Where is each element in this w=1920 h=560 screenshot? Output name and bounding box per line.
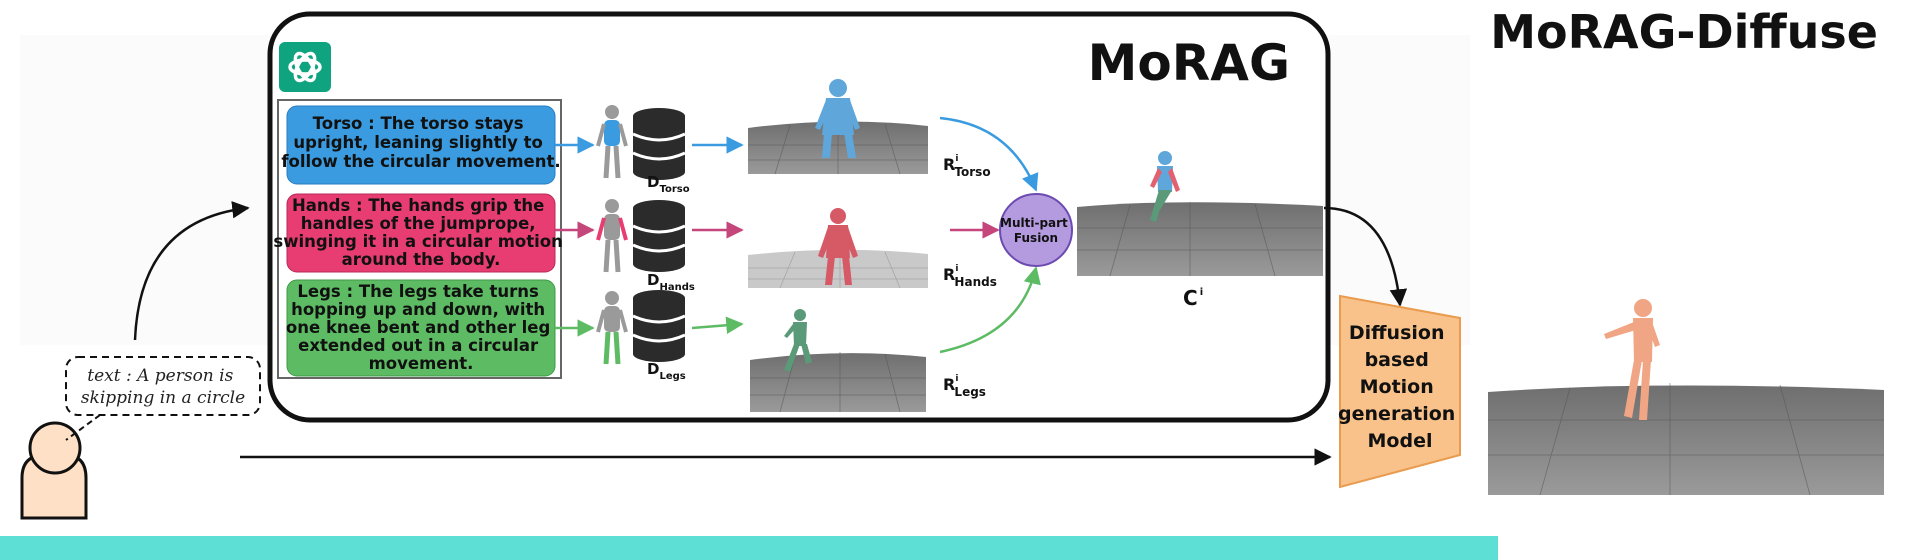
person-icon xyxy=(20,421,88,520)
legs-description-text: Legs : The legs take turns hopping up an… xyxy=(286,282,556,373)
db-hands-label: DHands xyxy=(647,271,695,293)
hands-description-text: Hands : The hands grip the handles of th… xyxy=(273,196,568,269)
morag-diffuse-title: MoRAG-Diffuse xyxy=(1490,5,1878,59)
database-icon xyxy=(632,200,686,272)
hands-body-icon xyxy=(596,199,628,273)
torso-motion-render xyxy=(748,79,928,175)
multi-part-fusion-node xyxy=(999,193,1073,267)
bottom-band xyxy=(0,536,1498,560)
prompt-bubble xyxy=(65,356,261,416)
diffusion-model-label: Diffusion based Motion generation Model xyxy=(1338,322,1462,452)
chatgpt-logo-icon xyxy=(279,42,331,92)
bubble-tail xyxy=(65,414,101,441)
torso-body-icon xyxy=(596,105,628,179)
hands-motion-render xyxy=(748,208,928,289)
fusion-label: Multi-part Fusion xyxy=(1000,216,1072,245)
hands-description xyxy=(286,193,556,273)
db-torso-label: DTorso xyxy=(647,173,690,195)
torso-to-fusion-arrow xyxy=(939,116,1039,192)
combined-to-diffusion-arrow xyxy=(1323,206,1408,307)
combined-motion-render xyxy=(1077,151,1323,277)
legs-motion-render xyxy=(750,309,926,413)
prompt-to-llm-arrow xyxy=(133,201,250,341)
database-icon xyxy=(632,290,686,362)
db-legs-label: DLegs xyxy=(647,360,686,382)
prompt-text: text : A person is skipping in a circle xyxy=(81,366,245,408)
diffusion-model-block xyxy=(1339,294,1461,489)
database-icon xyxy=(632,108,686,180)
legs-body-icon xyxy=(596,291,628,365)
legs-to-fusion-arrow xyxy=(939,266,1041,354)
output-motion-render xyxy=(1488,299,1884,496)
legs-arrow-2 xyxy=(691,316,744,334)
morag-title: MoRAG xyxy=(1088,34,1290,92)
torso-description-text: Torso : The torso stays upright, leaning… xyxy=(281,114,560,171)
